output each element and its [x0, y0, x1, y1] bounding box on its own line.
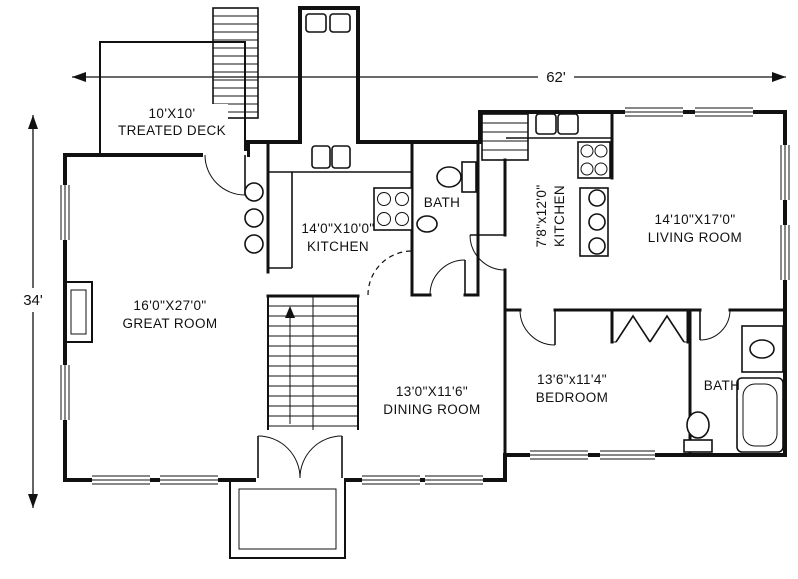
- window: [362, 475, 420, 485]
- window: [425, 475, 483, 485]
- window: [92, 475, 150, 485]
- stair-side-walls: [267, 296, 359, 430]
- bar-stools: [244, 182, 264, 254]
- toilet-icon: [683, 411, 713, 453]
- window: [780, 225, 790, 280]
- fireplace: [64, 281, 93, 343]
- room-label-kitchen-left-size: 14'0"X10'0": [301, 221, 374, 236]
- room-label-living-room-size: 14'10"X17'0": [654, 212, 735, 227]
- room-label-living-room-name: LIVING ROOM: [648, 230, 742, 245]
- sink-icon: [535, 113, 579, 135]
- laundry-sink-icon: [305, 13, 351, 33]
- vanity-sink-icon: [741, 325, 784, 373]
- window: [160, 475, 218, 485]
- arrow-left-icon: [72, 72, 86, 82]
- room-label-kitchen-right-size: 7'8"x12'0": [534, 184, 549, 247]
- deck-stairs-treads: [213, 15, 258, 113]
- window: [60, 365, 70, 420]
- window: [625, 107, 683, 117]
- kitchen-island: [579, 187, 609, 257]
- bedroom-door: [519, 309, 556, 346]
- arrow-down-icon: [28, 494, 38, 508]
- room-label-dining-room-size: 13'0"X11'6": [396, 384, 468, 399]
- window: [695, 107, 753, 117]
- basement-stairs-outline: [481, 113, 529, 161]
- window: [60, 185, 70, 240]
- room-label-deck-name: TREATED DECK: [118, 123, 226, 138]
- dimension-height-label: 34': [23, 292, 43, 309]
- dimension-width-label: 62': [546, 69, 566, 86]
- dimension-width: 62': [72, 69, 786, 86]
- room-label-bedroom-name: BEDROOM: [536, 390, 609, 405]
- window: [600, 450, 655, 460]
- entry-door-left: [256, 435, 344, 486]
- stove-icon: [577, 141, 611, 179]
- room-label-great-room-size: 16'0"X27'0": [133, 298, 206, 313]
- exterior-walls: [63, 6, 787, 482]
- basement-stairs-treads: [482, 122, 528, 151]
- room-label-bath-top: BATH: [424, 195, 461, 210]
- deck-stairs: [212, 7, 259, 119]
- room-label-great-room-name: GREAT ROOM: [122, 316, 217, 331]
- room-label-kitchen-left-name: KITCHEN: [307, 239, 369, 254]
- arrow-up-icon: [28, 115, 38, 129]
- bath-bottom-door: [699, 309, 731, 341]
- deck-stairs-outline: [212, 7, 259, 119]
- staircase: [266, 294, 360, 430]
- stair-direction-arrow: [285, 306, 295, 318]
- bathtub-icon: [736, 377, 784, 453]
- room-label-kitchen-right-name: KITCHEN: [552, 185, 567, 247]
- window: [530, 450, 588, 460]
- basement-stairs: [481, 113, 529, 161]
- pedestal-sink-icon: [416, 215, 438, 233]
- bath-top-door: [429, 259, 466, 296]
- room-label-deck-size: 10'X10': [149, 106, 196, 121]
- room-label-bath-bottom: BATH: [704, 378, 741, 393]
- entry-door-right: [299, 435, 343, 479]
- arrow-right-icon: [772, 72, 786, 82]
- closet-bifold-doors: [612, 314, 688, 343]
- room-label-bedroom-size: 13'6"x11'4": [537, 372, 607, 387]
- porch-inner-rail: [238, 488, 337, 550]
- stove-icon: [373, 187, 413, 231]
- deck-label-background: [116, 104, 228, 142]
- room-label-dining-room-name: DINING ROOM: [383, 402, 480, 417]
- hall-door: [469, 234, 506, 271]
- toilet-icon: [436, 161, 477, 193]
- window: [780, 145, 790, 200]
- dimension-height: 34': [23, 115, 43, 508]
- sink-icon: [311, 145, 351, 169]
- kitchen-left-counter: [268, 171, 412, 269]
